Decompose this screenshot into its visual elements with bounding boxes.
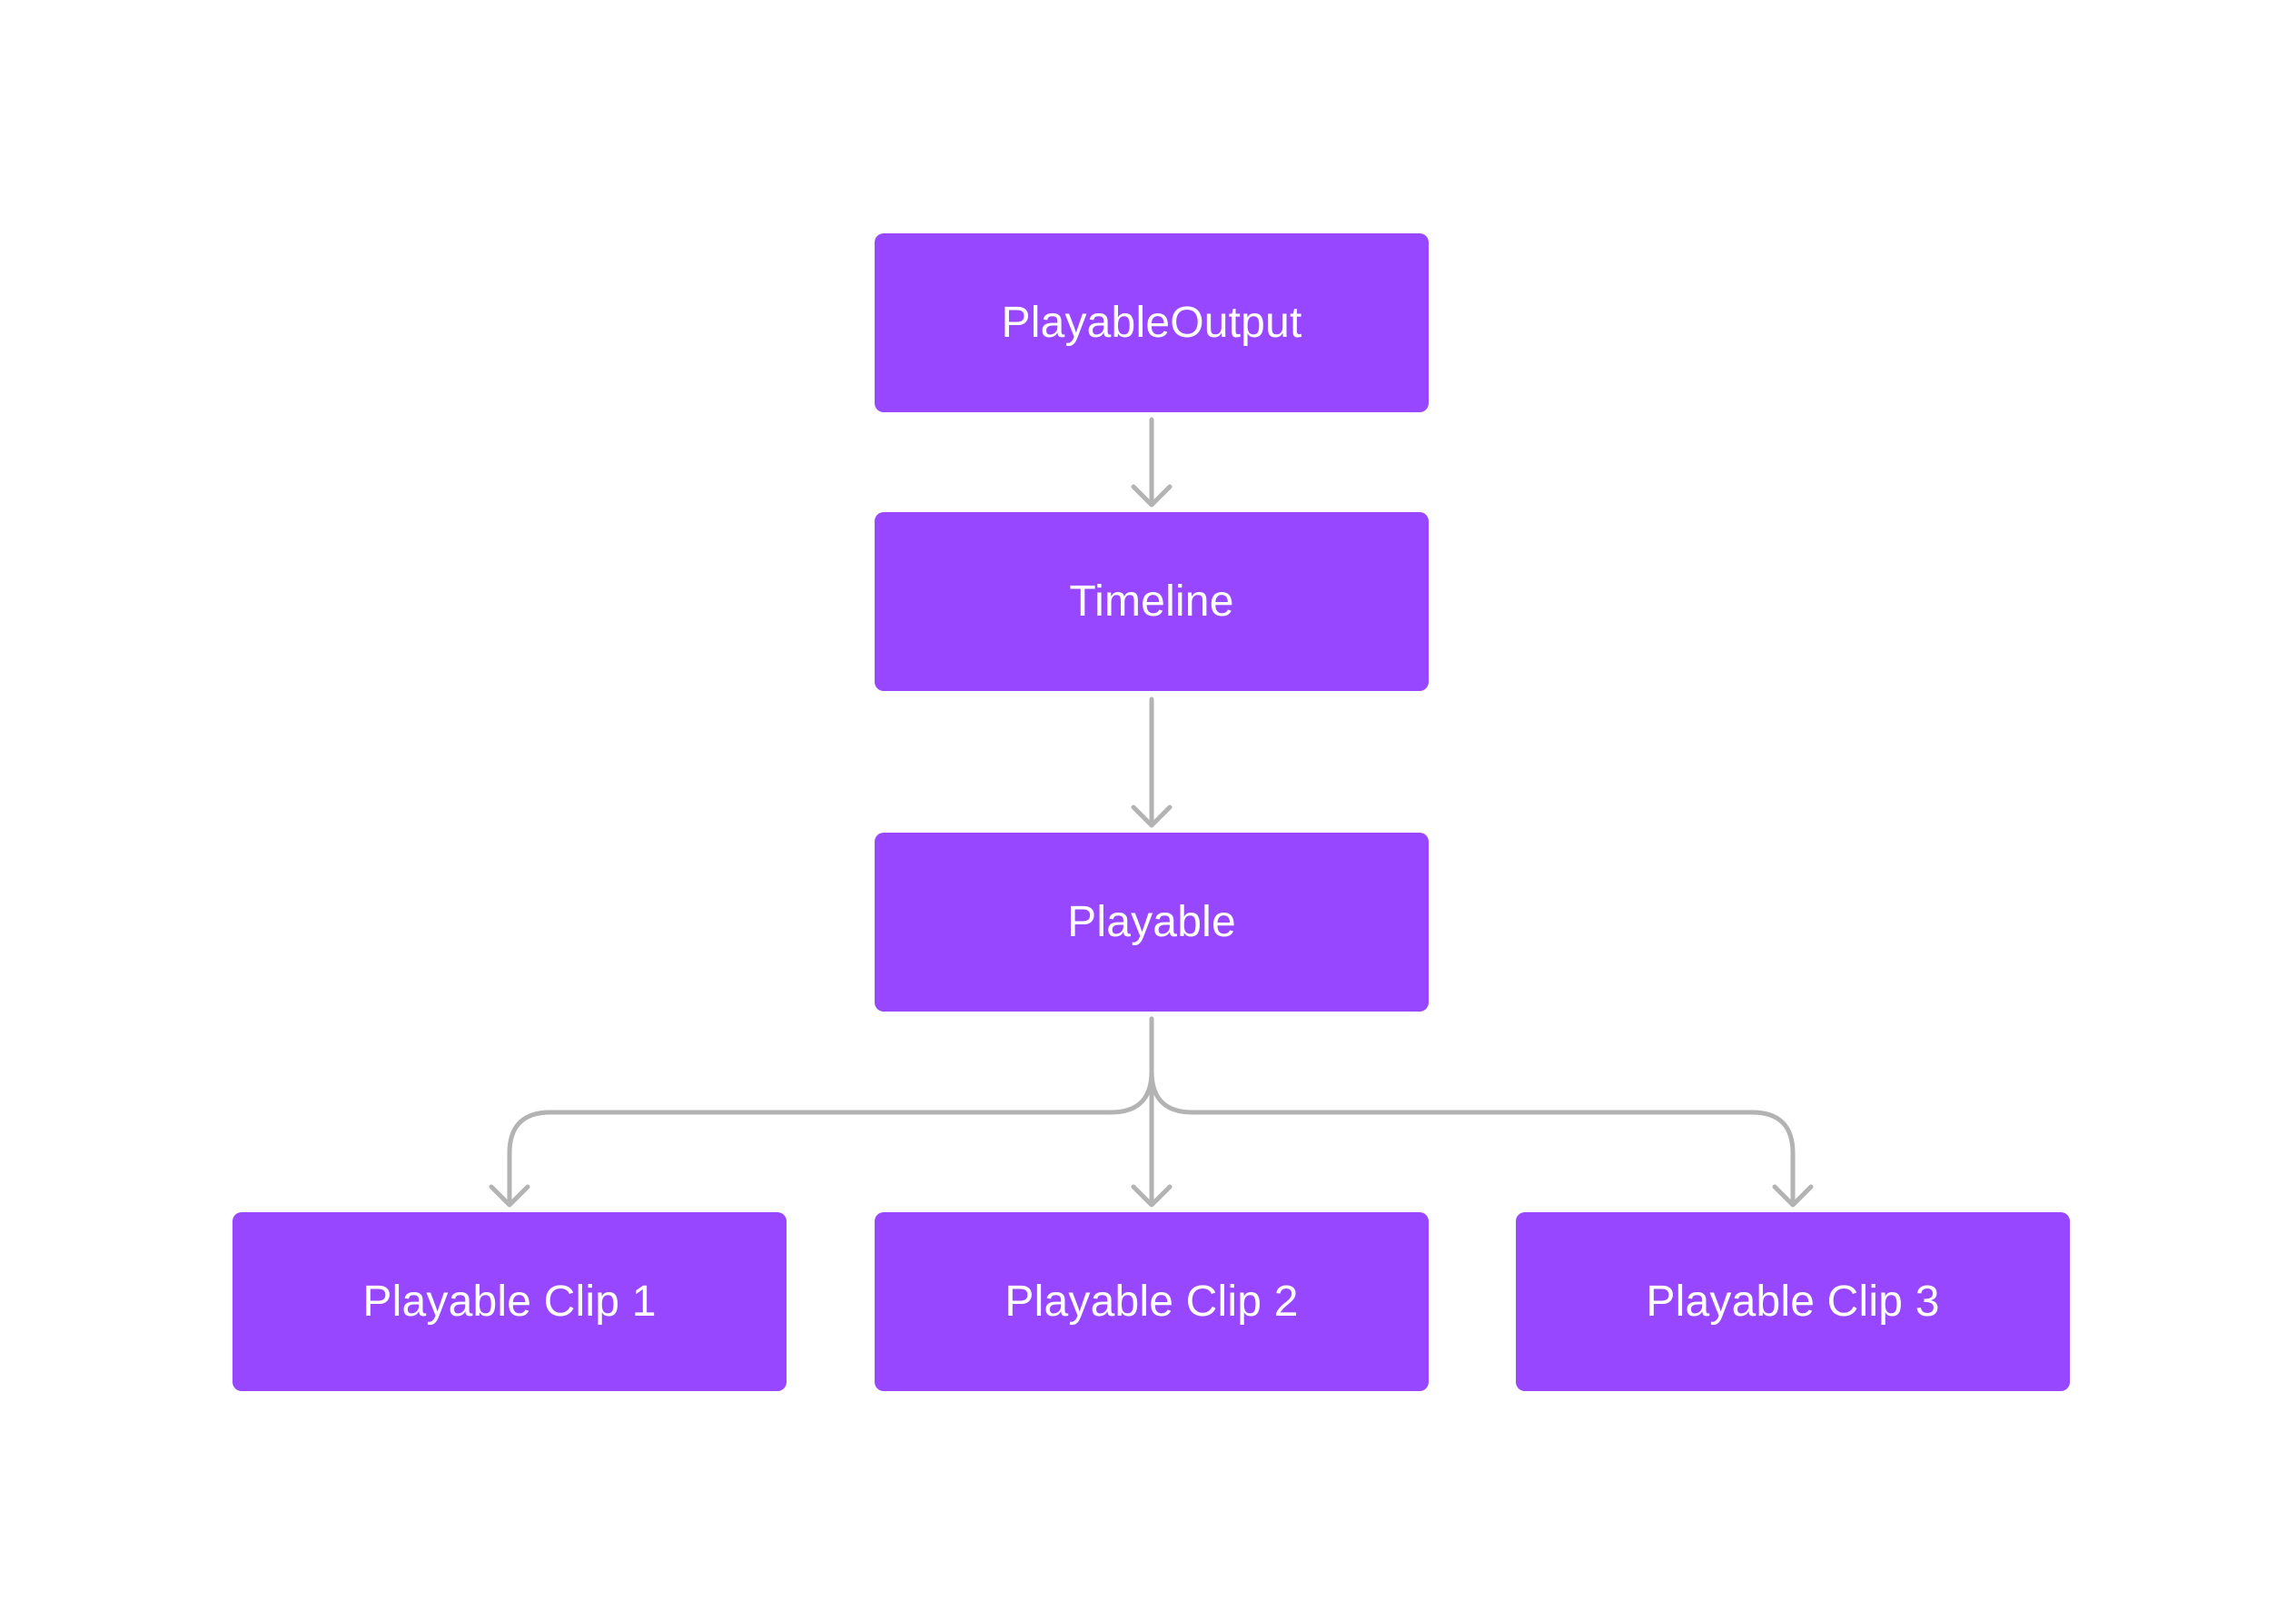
node-timeline: Timeline [875, 512, 1429, 691]
node-playable-clip-1: Playable Clip 1 [233, 1212, 787, 1391]
node-label: Playable Clip 3 [1646, 1278, 1940, 1326]
node-label: Timeline [1069, 578, 1234, 626]
edge-playable-clip1 [489, 1016, 1154, 1208]
node-label: Playable Clip 2 [1004, 1278, 1299, 1326]
node-label: Playable [1067, 898, 1236, 946]
edge-output-timeline [1131, 417, 1173, 508]
edge-timeline-playable [1131, 696, 1173, 828]
node-playable-clip-2: Playable Clip 2 [875, 1212, 1429, 1391]
edge-playable-clip3 [1149, 1016, 1814, 1208]
node-label: Playable Clip 1 [362, 1278, 657, 1326]
node-playable: Playable [875, 833, 1429, 1012]
node-playable-output: PlayableOutput [875, 233, 1429, 412]
node-label: PlayableOutput [1001, 299, 1302, 347]
node-playable-clip-3: Playable Clip 3 [1516, 1212, 2070, 1391]
